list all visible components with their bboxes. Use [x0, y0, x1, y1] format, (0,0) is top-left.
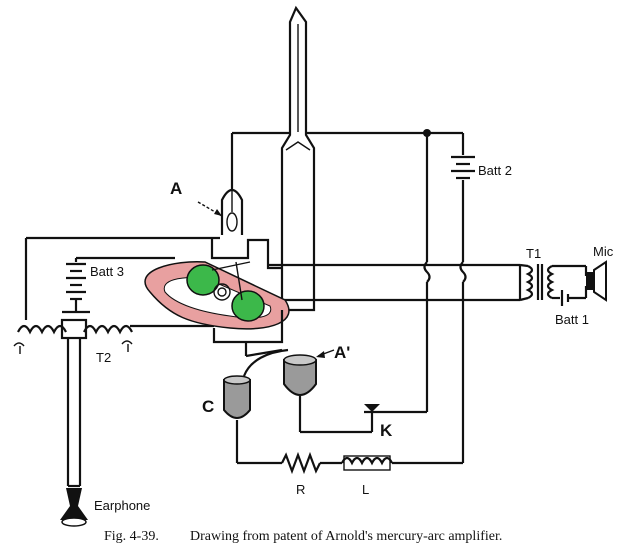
anode-a [197, 188, 244, 235]
label-k: K [380, 421, 393, 440]
label-l: L [362, 482, 369, 497]
figure-caption: Drawing from patent of Arnold's mercury-… [190, 529, 502, 544]
battery-3 [66, 262, 86, 301]
label-c: C [202, 397, 214, 416]
transformer-t2 [13, 318, 214, 354]
label-a-prime: A' [334, 343, 350, 362]
mic-circuit [552, 264, 588, 306]
label-mic: Mic [593, 244, 614, 259]
resistor-r [281, 451, 321, 475]
inductor-l [341, 456, 393, 466]
earphone-cord [66, 338, 82, 488]
electromagnet [144, 261, 290, 330]
pole-piece-upper [186, 264, 220, 296]
label-a: A [170, 179, 182, 198]
signal-bus [268, 263, 522, 302]
pole-piece-lower [231, 290, 265, 322]
cathode-c [223, 348, 289, 463]
figure-number: Fig. 4-39. [104, 529, 159, 544]
earphone-icon [60, 488, 88, 527]
label-t2: T2 [96, 350, 111, 365]
battery-2 [451, 155, 475, 180]
bottom-circuit [237, 451, 463, 475]
label-earphone: Earphone [94, 498, 150, 513]
label-batt2: Batt 2 [478, 163, 512, 178]
battery-1 [560, 290, 570, 306]
vacuum-tube [280, 5, 316, 312]
label-t1: T1 [526, 246, 541, 261]
top-circuit [230, 129, 475, 463]
left-circuit [24, 236, 220, 320]
label-batt1: Batt 1 [555, 312, 589, 327]
anode-a-prime [283, 349, 372, 434]
key-k[interactable] [364, 404, 427, 432]
transformer-t1 [519, 263, 555, 302]
microphone-icon [586, 260, 607, 302]
label-r: R [296, 482, 305, 497]
label-batt3: Batt 3 [90, 264, 124, 279]
